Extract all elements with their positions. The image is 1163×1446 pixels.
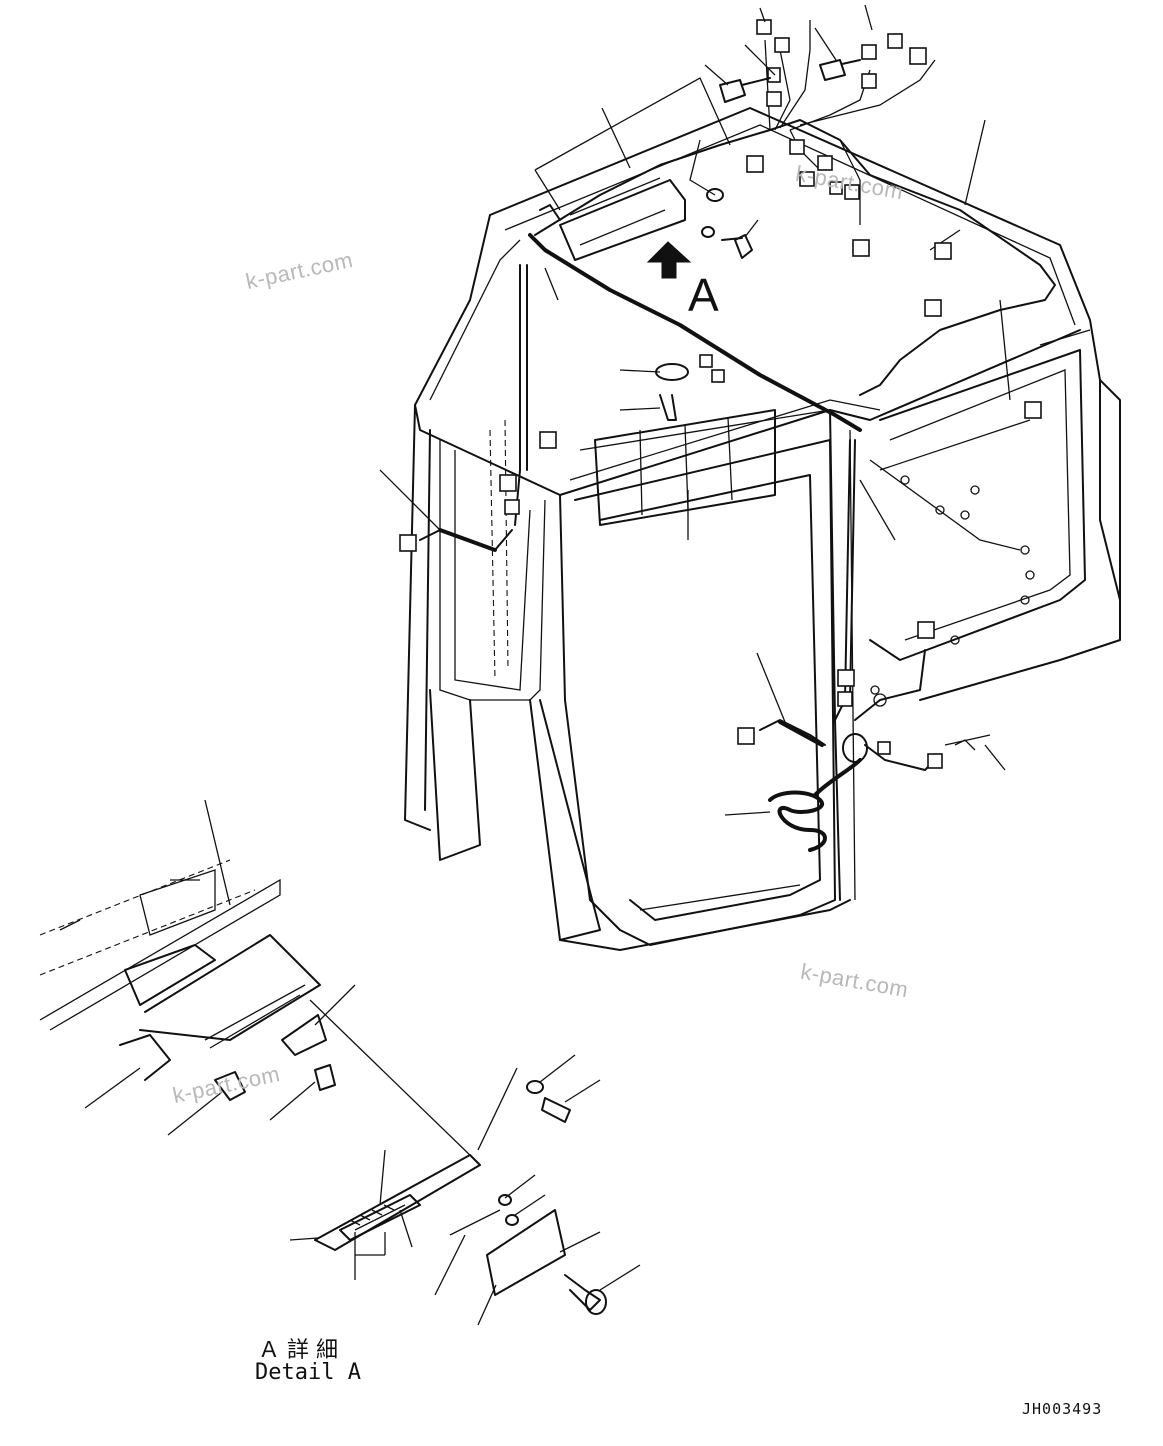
detail-title-japanese: Ａ 詳 細: [258, 1338, 338, 1363]
controller-unit: [534, 77, 731, 279]
roof-harness: [514, 19, 1056, 721]
leader-lines: [379, 4, 1006, 816]
drawing-code: JH003493: [1022, 1400, 1103, 1418]
view-letter-a: A: [688, 269, 719, 321]
detail-title-english: Detail A: [255, 1360, 361, 1385]
cab-frame: [404, 107, 1121, 951]
detail-a-view: [39, 799, 641, 1326]
side-harnesses: [399, 474, 991, 852]
sunshade: [579, 409, 831, 526]
